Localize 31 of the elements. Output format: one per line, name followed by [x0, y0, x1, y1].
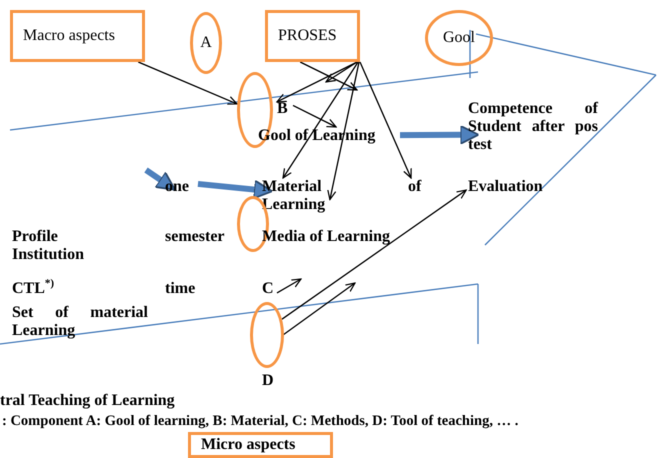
title-box: PROSES [265, 10, 360, 62]
text-label: Profile Institution [12, 228, 122, 264]
arrow [276, 61, 358, 102]
text-label: B [277, 100, 293, 118]
text-label: CTL$^{*)}$ [12, 280, 72, 298]
text-label: C [262, 280, 276, 298]
block-arrow [400, 124, 480, 145]
text-label: Set of material Learning [12, 304, 148, 340]
text-label: time [165, 280, 205, 298]
text-label: D [262, 372, 278, 390]
ellipse-marker: A [190, 12, 222, 74]
block-arrow [144, 168, 176, 191]
ellipse-marker [250, 302, 284, 368]
legend-note: : Component A: Gool of learning, B: Material, C: Methods, D: Tool of teaching, … . [2, 412, 518, 430]
text-label: Competence of Student after pos test [468, 100, 598, 160]
text-label: semester [165, 228, 235, 246]
arrow [300, 61, 358, 91]
arrow [276, 278, 302, 294]
text-label: Evaluation [468, 178, 558, 196]
arrow [282, 282, 356, 336]
text-label: of [408, 178, 426, 196]
block-arrow [198, 180, 274, 200]
arrow [327, 62, 360, 200]
arrow [292, 104, 337, 128]
arrow [282, 189, 467, 320]
title-box: Micro aspects [188, 432, 333, 458]
arrow [359, 62, 412, 179]
caption-text: tral Teaching of Learning [0, 392, 175, 410]
arrow [325, 61, 358, 83]
title-box: Macro aspects [10, 10, 145, 62]
arrow [138, 61, 238, 105]
